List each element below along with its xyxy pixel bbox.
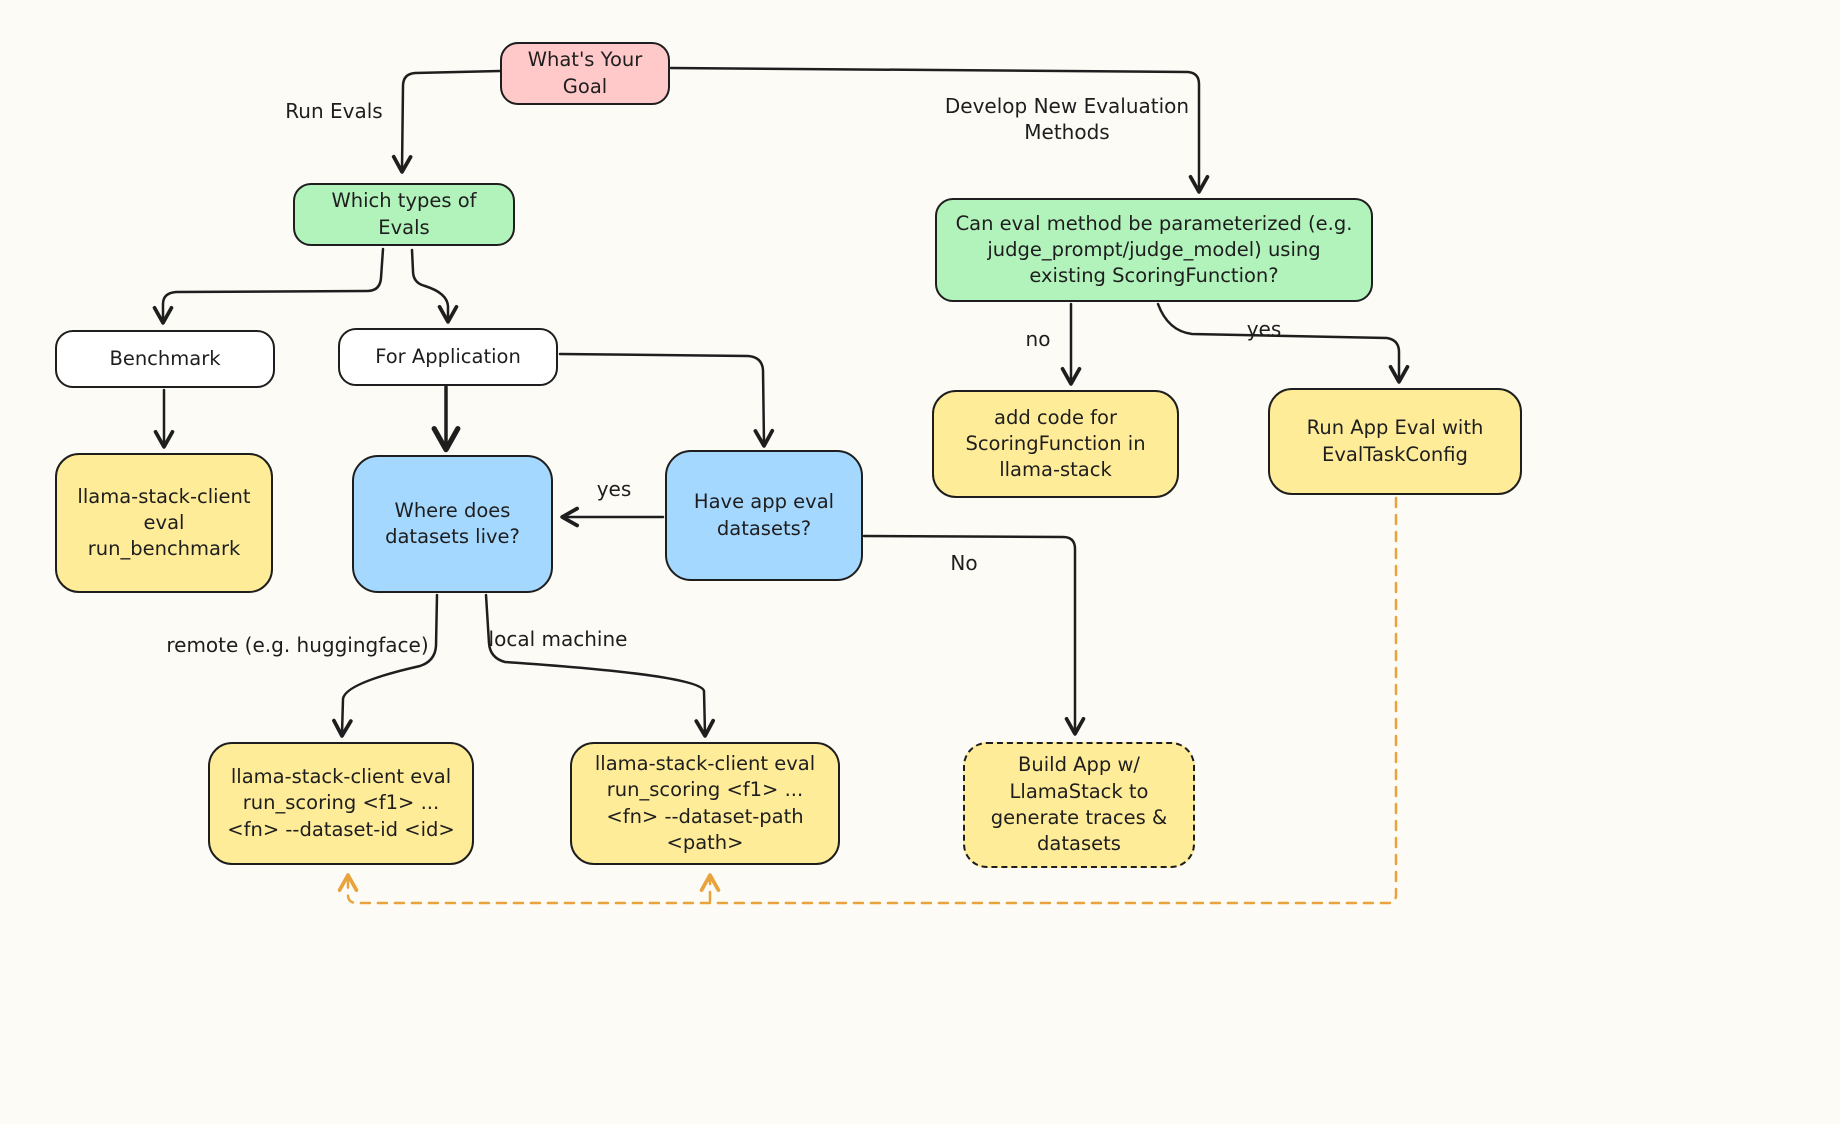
node-run-app-eval-evaltaskconfig: Run App Eval with EvalTaskConfig xyxy=(1268,388,1522,495)
node-whats-your-goal: What's Your Goal xyxy=(500,42,670,105)
edge-label-no-have: No xyxy=(950,551,978,575)
edge-where-local xyxy=(484,593,716,738)
node-add-code-scoringfunction: add code for ScoringFunction in llama-st… xyxy=(932,390,1179,498)
node-run-benchmark-command: llama-stack-client eval run_benchmark xyxy=(55,453,273,593)
node-which-types-of-evals: Which types of Evals xyxy=(293,183,515,246)
node-for-application: For Application xyxy=(338,328,558,386)
edge-label-develop-new-evaluation-methods: Develop New Evaluation Methods xyxy=(944,94,1190,144)
node-have-app-eval-datasets: Have app eval datasets? xyxy=(665,450,863,581)
edge-which-application xyxy=(410,248,459,324)
edge-label-yes-have: yes xyxy=(596,477,632,501)
node-where-does-datasets-live: Where does datasets live? xyxy=(352,455,553,593)
edge-label-local-machine: local machine xyxy=(488,627,628,651)
edge-goal-which-evals xyxy=(391,69,502,174)
node-param-question: Can eval method be parameterized (e.g. j… xyxy=(935,198,1373,302)
edge-label-no-param: no xyxy=(1025,327,1051,351)
edge-label-yes-param: yes xyxy=(1246,317,1282,341)
edge-where-remote xyxy=(332,593,439,738)
node-benchmark: Benchmark xyxy=(55,330,275,388)
edge-label-remote-huggingface: remote (e.g. huggingface) xyxy=(166,633,429,657)
edge-application-have xyxy=(558,352,775,448)
node-run-scoring-dataset-id-command: llama-stack-client eval run_scoring <f1>… xyxy=(208,742,474,865)
node-run-scoring-dataset-path-command: llama-stack-client eval run_scoring <f1>… xyxy=(570,742,840,865)
node-build-app-llamastack: Build App w/ LlamaStack to generate trac… xyxy=(963,742,1195,868)
edge-label-run-evals: Run Evals xyxy=(285,99,383,123)
edge-which-benchmark xyxy=(152,247,385,325)
